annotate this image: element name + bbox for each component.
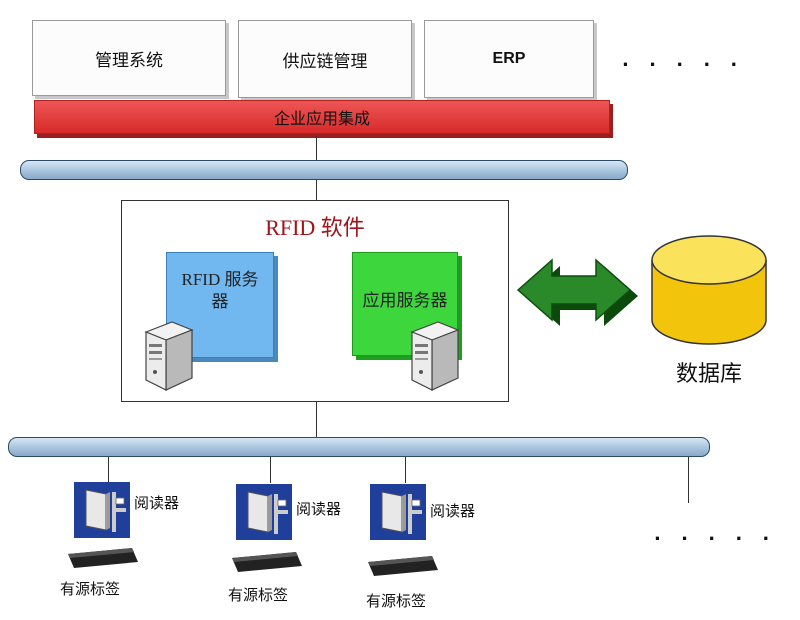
bus-extension-line	[688, 457, 689, 503]
reader-antenna-icon	[370, 484, 426, 540]
database-label: 数据库	[675, 362, 742, 387]
rfid-software-title: RFID 软件	[265, 215, 365, 240]
server-computer-icon	[144, 321, 194, 391]
rfid-server-label-line1: RFID 服务	[181, 270, 259, 289]
management-system-box: 管理系统	[32, 20, 226, 96]
reader-label: 阅读器	[430, 502, 476, 520]
active-tag-label: 有源标签	[60, 582, 121, 598]
active-tag-label: 有源标签	[366, 594, 427, 610]
connector-line	[316, 180, 317, 200]
double-arrow-icon	[516, 258, 638, 326]
connector-line	[316, 136, 317, 160]
reader-drop-line	[405, 457, 406, 483]
reader-antenna-icon	[236, 484, 292, 540]
database-icon	[651, 235, 767, 345]
reader-drop-line	[270, 457, 271, 483]
supply-chain-box: 供应链管理	[238, 20, 412, 98]
erp-label: ERP	[492, 50, 526, 67]
reader-drop-line	[108, 457, 109, 483]
integration-bar: 企业应用集成	[34, 100, 610, 134]
active-tag-icon	[232, 552, 302, 572]
active-tag-icon	[368, 556, 438, 576]
erp-box: ERP	[424, 20, 594, 98]
reader-antenna-icon	[74, 482, 130, 538]
reader-label: 阅读器	[134, 494, 180, 512]
app-server-label: 应用服务器	[362, 291, 448, 310]
integration-label: 企业应用集成	[273, 109, 370, 128]
connector-line	[316, 402, 317, 438]
active-tag-label: 有源标签	[228, 588, 289, 604]
top-ellipsis: . . . . .	[622, 50, 745, 71]
lower-bus	[8, 437, 710, 457]
supply-chain-label: 供应链管理	[282, 51, 368, 72]
reader-label: 阅读器	[296, 500, 342, 518]
upper-bus	[20, 160, 628, 180]
server-computer-icon	[410, 321, 460, 391]
bottom-ellipsis: . . . . .	[654, 524, 777, 545]
active-tag-icon	[68, 548, 138, 568]
rfid-server-label-line2: 器	[211, 292, 229, 311]
management-system-label: 管理系统	[95, 50, 163, 71]
